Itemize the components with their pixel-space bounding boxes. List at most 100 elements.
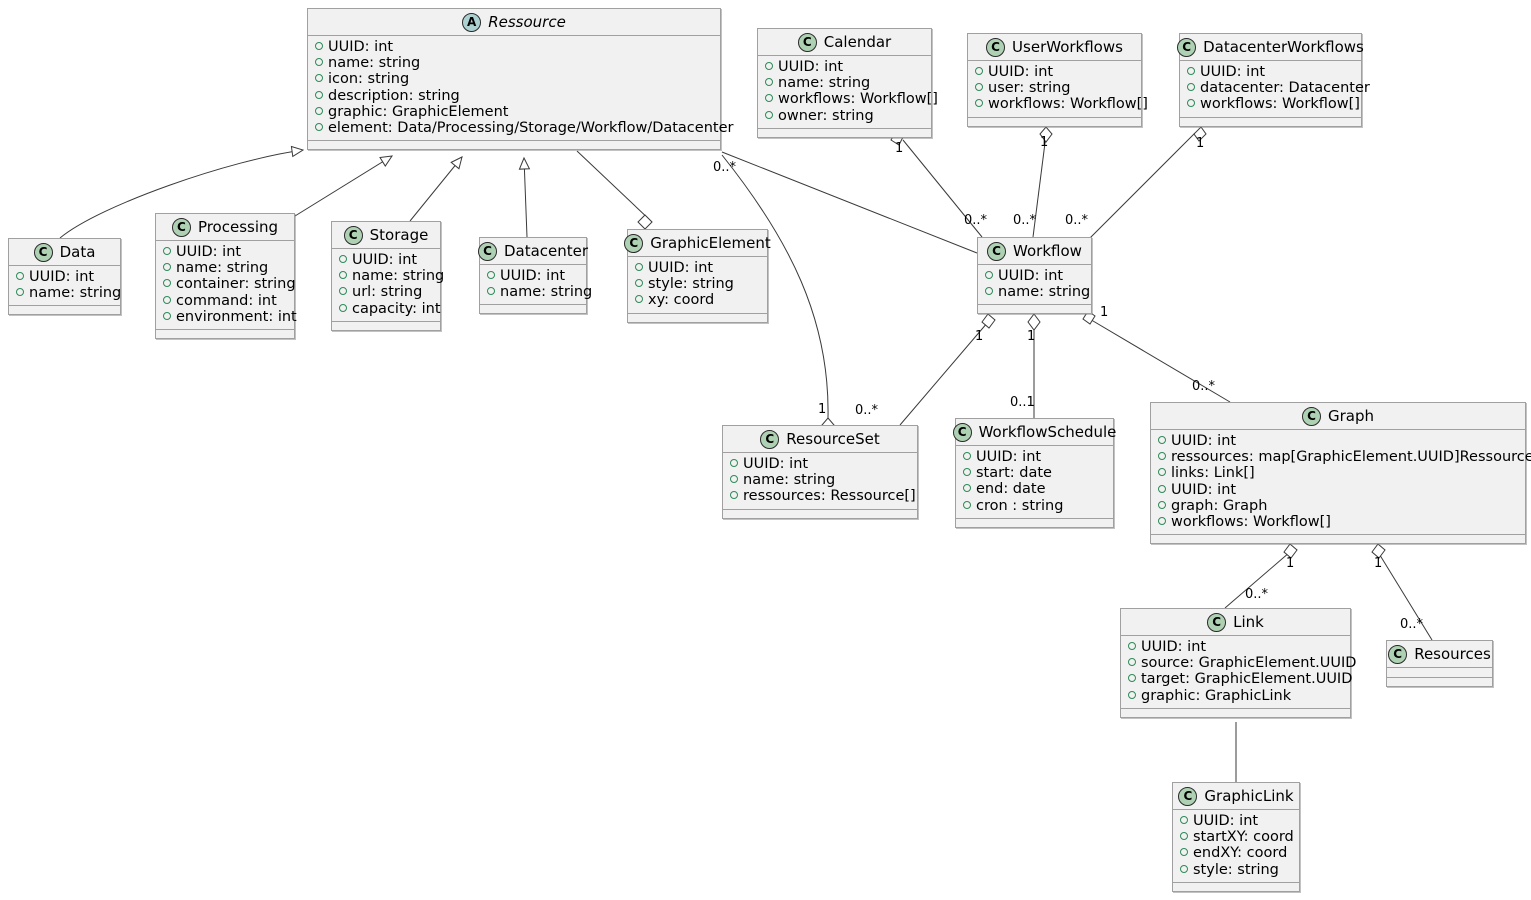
- attribute-label: datacenter: Datacenter: [1200, 80, 1370, 97]
- class-icon: C: [1207, 613, 1227, 632]
- class-attribute: xy: coord: [635, 292, 760, 308]
- class-attribute: endXY: coord: [1180, 845, 1292, 861]
- visibility-public-icon: [1187, 83, 1195, 92]
- visibility-public-icon: [1180, 816, 1188, 824]
- class-methods: [156, 330, 294, 339]
- visibility-public-icon: [1128, 658, 1136, 667]
- visibility-public-icon: [16, 288, 24, 297]
- visibility-public-icon: [16, 272, 24, 280]
- attribute-label: element: Data/Processing/Storage/Workflo…: [328, 120, 734, 137]
- attribute-label: container: string: [176, 276, 296, 293]
- class-attribute: target: GraphicElement.UUID: [1128, 671, 1352, 687]
- attribute-label: xy: coord: [648, 292, 715, 309]
- class-methods: [1151, 535, 1525, 544]
- visibility-public-icon: [765, 78, 773, 87]
- attribute-label: UUID: int: [328, 39, 394, 55]
- attribute-label: UUID: int: [1171, 433, 1237, 449]
- class-methods: [968, 117, 1141, 126]
- visibility-public-icon: [635, 279, 643, 288]
- visibility-public-icon: [1158, 517, 1166, 526]
- attribute-label: UUID: int: [1141, 639, 1207, 655]
- cardinality-label: 0..*: [713, 160, 737, 175]
- class-icon: C: [760, 430, 780, 449]
- class-attribute: UUID: int: [1128, 639, 1343, 655]
- visibility-public-icon: [765, 94, 773, 103]
- visibility-public-icon: [315, 58, 323, 67]
- cardinality-label: 0..*: [855, 403, 879, 418]
- class-attribute: graphic: GraphicElement: [315, 104, 713, 120]
- visibility-public-icon: [163, 247, 171, 255]
- visibility-public-icon: [1180, 832, 1188, 841]
- class-methods: [723, 509, 917, 518]
- attribute-label: name: string: [743, 472, 836, 489]
- cardinality-label: 0..*: [1013, 213, 1037, 228]
- attribute-label: UUID: int: [998, 268, 1064, 284]
- class-attribute: UUID: int: [163, 244, 287, 260]
- attribute-label: endXY: coord: [1193, 845, 1288, 862]
- attribute-label: environment: int: [176, 308, 297, 325]
- attribute-label: end: date: [976, 481, 1046, 498]
- visibility-public-icon: [975, 83, 983, 92]
- class-methods: [308, 141, 720, 150]
- cardinality-label: 1: [975, 329, 984, 344]
- class-attributes: [1387, 668, 1492, 678]
- attribute-label: UUID: int: [352, 252, 418, 268]
- attribute-label: graphic: GraphicElement: [328, 103, 509, 120]
- cardinality-label: 1: [1196, 136, 1205, 151]
- class-attribute: UUID: int: [985, 268, 1084, 284]
- class-name: WorkflowSchedule: [978, 423, 1117, 441]
- class-name: Datacenter: [503, 242, 589, 260]
- attribute-label: startXY: coord: [1193, 829, 1294, 846]
- class-name: Workflow: [1013, 242, 1082, 260]
- cardinality-label: 1: [1100, 305, 1109, 320]
- visibility-public-icon: [487, 287, 495, 296]
- visibility-public-icon: [975, 67, 983, 75]
- visibility-public-icon: [315, 90, 323, 99]
- attribute-label: name: string: [352, 268, 445, 285]
- attribute-label: user: string: [988, 80, 1071, 97]
- attribute-label: workflows: Workflow[]: [1200, 96, 1360, 113]
- visibility-public-icon: [315, 42, 323, 50]
- attribute-label: UUID: int: [778, 59, 844, 75]
- class-attribute: UUID: int: [1158, 482, 1518, 498]
- attribute-label: UUID: int: [1200, 64, 1266, 80]
- class-name: Processing: [197, 218, 279, 236]
- class-icon: C: [1178, 787, 1198, 806]
- visibility-public-icon: [1187, 67, 1195, 75]
- attribute-label: workflows: Workflow[]: [778, 91, 938, 108]
- class-icon: C: [33, 243, 53, 262]
- attribute-label: UUID: int: [29, 269, 95, 285]
- class-attribute: source: GraphicElement.UUID: [1128, 655, 1356, 671]
- visibility-public-icon: [1158, 468, 1166, 477]
- visibility-public-icon: [1158, 436, 1166, 444]
